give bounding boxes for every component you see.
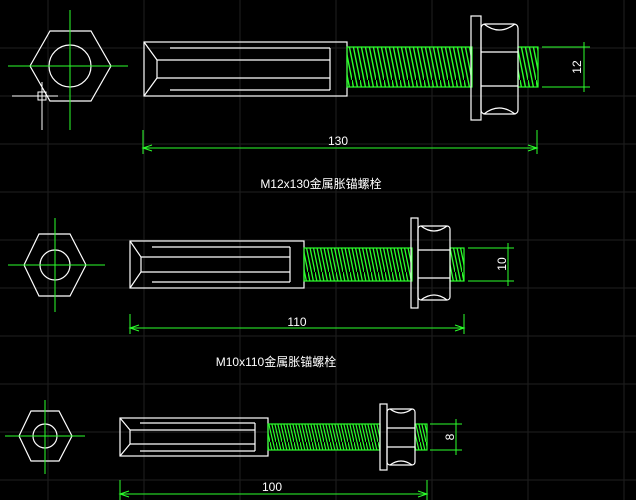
threaded-rod	[346, 46, 539, 88]
bolt-m10-assembly: 10 110 M10x110金属胀锚螺栓	[8, 217, 514, 369]
expansion-sleeve	[119, 417, 269, 457]
diameter-dimension	[430, 419, 462, 455]
diameter-dimension	[542, 42, 590, 92]
expansion-sleeve	[143, 41, 348, 97]
length-dimension	[118, 480, 429, 500]
washer	[379, 403, 388, 471]
hex-nut-side	[417, 225, 451, 301]
diameter-label: 8	[443, 433, 457, 440]
diameter-label: 12	[570, 60, 584, 74]
bolt-m12-assembly: 12 130 M12x130金属胀锚螺栓	[8, 10, 590, 191]
hex-nut-end-view	[8, 10, 128, 130]
bolt-m8-assembly: 8 100	[5, 400, 462, 500]
threaded-rod	[303, 247, 465, 282]
hex-nut-side	[480, 23, 519, 115]
bolt-caption: M10x110金属胀锚螺栓	[216, 354, 336, 369]
diameter-dimension	[468, 243, 514, 286]
length-label: 100	[262, 480, 282, 494]
expansion-sleeve	[129, 240, 305, 289]
diameter-label: 10	[495, 257, 509, 271]
hex-nut-side	[386, 408, 416, 466]
length-label: 130	[328, 134, 348, 148]
length-dimension	[141, 130, 539, 154]
hex-nut-end-view	[5, 400, 85, 474]
hex-nut-end-view	[8, 218, 105, 312]
bolt-caption: M12x130金属胀锚螺栓	[260, 176, 381, 191]
length-dimension	[128, 314, 466, 334]
length-label: 110	[287, 315, 306, 329]
